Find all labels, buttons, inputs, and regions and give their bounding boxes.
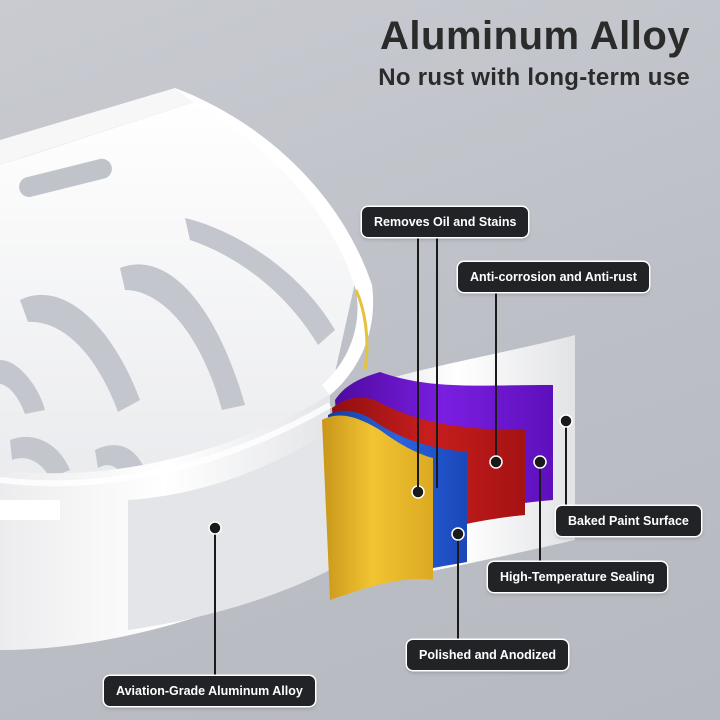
shelf-front-panel <box>128 430 330 630</box>
shelf-floor-slot <box>10 436 70 478</box>
callout-dot <box>451 527 465 541</box>
callout-aviation: Aviation-Grade Aluminum Alloy <box>104 676 315 706</box>
callout-high-temp: High-Temperature Sealing <box>488 562 667 592</box>
shelf-floor-slot <box>20 294 140 412</box>
leader-dots <box>208 414 573 541</box>
shelf-floor-slot <box>0 360 45 414</box>
shelf-rim <box>175 88 374 395</box>
headline-subtitle: No rust with long-term use <box>378 64 690 91</box>
headline-title: Aluminum Alloy <box>380 14 690 58</box>
shelf-back-wall <box>0 88 200 165</box>
shelf-floor-slot <box>120 264 245 410</box>
shelf-back-slot <box>19 158 112 197</box>
leader-lines <box>214 233 567 676</box>
headline: Aluminum Alloy No rust with long-term us… <box>378 14 690 92</box>
callout-dot <box>533 455 547 469</box>
callout-polished: Polished and Anodized <box>407 640 569 670</box>
layer-yellow <box>322 415 433 600</box>
callout-baked-paint: Baked Paint Surface <box>556 506 701 536</box>
callout-anti-corrosion: Anti-corrosion and Anti-rust <box>458 262 649 292</box>
callout-removes-oil: Removes Oil and Stains <box>362 207 529 237</box>
callout-dot <box>489 455 503 469</box>
callout-dot <box>559 414 573 428</box>
shelf-floor-slot <box>185 218 335 345</box>
callout-dot <box>208 521 222 535</box>
